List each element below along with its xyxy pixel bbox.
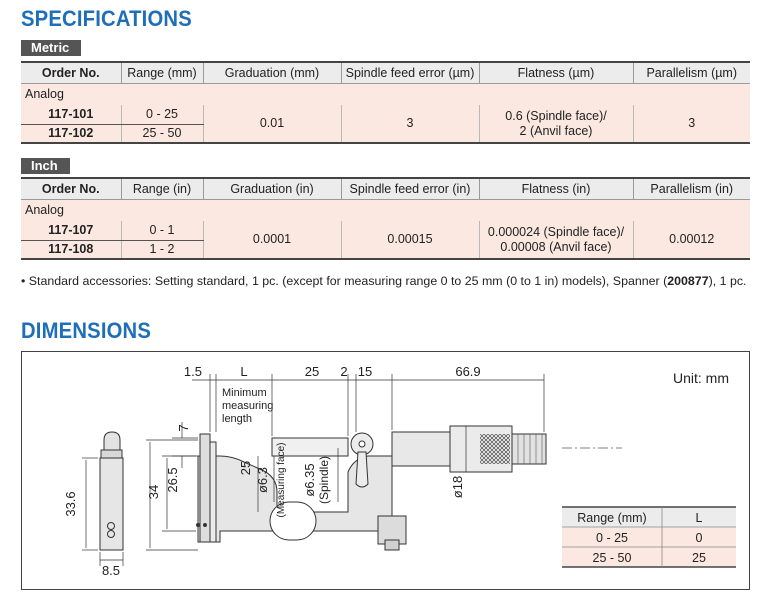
accessories-note: • Standard accessories: Setting standard… <box>21 274 747 288</box>
dimension-66-9: 66.9 <box>455 364 480 379</box>
dimension-25-vertical: 25 <box>238 461 253 475</box>
flatness-line-1: 0.6 (Spindle face)/ <box>505 108 607 123</box>
inch-tab: Inch <box>21 158 70 174</box>
inch-spec-table: Order No. Range (in) Graduation (in) Spi… <box>21 177 750 260</box>
header-graduation: Graduation (mm) <box>203 61 342 84</box>
feed-error-value: 0.00015 <box>341 221 480 260</box>
micrometer-frame <box>196 433 407 551</box>
min-length-line-1: Minimum <box>222 387 267 399</box>
range-table-header-l: L <box>696 511 703 525</box>
min-length-line-2: measuring <box>222 400 273 412</box>
dimension-7: 7 <box>176 424 191 431</box>
dimension-2: 2 <box>340 364 347 379</box>
metric-spec-table: Order No. Range (mm) Graduation (mm) Spi… <box>21 61 750 144</box>
dimension-dia-18: ø18 <box>450 476 465 498</box>
metric-tab: Metric <box>21 40 82 56</box>
range-table: Range (mm) L 0 - 25 0 25 - 50 25 <box>562 506 736 568</box>
group-label: Analog <box>21 83 750 105</box>
dimension-dia-6-3: ø6.3 <box>255 467 270 493</box>
range-table-header-range: Range (mm) <box>577 511 646 525</box>
header-flatness: Flatness (µm) <box>479 61 634 84</box>
parallelism-value: 0.00012 <box>633 221 750 260</box>
dimensions-title: DIMENSIONS <box>21 318 152 343</box>
dimension-34: 34 <box>146 485 161 499</box>
flatness-line-2: 2 (Anvil face) <box>519 123 593 138</box>
flatness-line-1: 0.000024 (Spindle face)/ <box>487 224 625 239</box>
dimension-8-5: 8.5 <box>102 563 120 578</box>
flatness-line-2: 0.00008 (Anvil face) <box>500 239 612 254</box>
order-number: 117-108 <box>21 240 122 260</box>
header-range: Range (mm) <box>121 61 204 84</box>
clamp-lever <box>350 432 374 488</box>
header-order-no: Order No. <box>21 177 122 200</box>
dimension-l: L <box>240 364 247 379</box>
flatness-value: 0.000024 (Spindle face)/0.00008 (Anvil f… <box>479 221 634 260</box>
group-label: Analog <box>21 199 750 221</box>
order-number: 117-107 <box>21 221 122 241</box>
side-view-dimensions <box>82 457 124 566</box>
specifications-title: SPECIFICATIONS <box>21 6 192 31</box>
dimension-15: 15 <box>358 364 372 379</box>
header-feed-error: Spindle feed error (in) <box>341 177 480 200</box>
unit-label: Unit: mm <box>673 370 729 386</box>
dimension-33-6: 33.6 <box>63 491 78 516</box>
order-number: 117-101 <box>21 105 122 125</box>
range-value: 0 - 1 <box>121 221 204 241</box>
range-table-cell: 0 - 25 <box>596 531 628 545</box>
header-parallelism: Parallelism (in) <box>633 177 750 200</box>
metric-header-row: Order No. Range (mm) Graduation (mm) Spi… <box>21 61 750 84</box>
dimension-1-5: 1.5 <box>184 364 202 379</box>
range-value: 25 - 50 <box>121 124 204 144</box>
header-range: Range (in) <box>121 177 204 200</box>
feed-error-value: 3 <box>341 105 480 144</box>
range-table-cell: 25 - 50 <box>593 551 632 565</box>
spindle-label: (Spindle) <box>317 456 331 504</box>
range-value: 1 - 2 <box>121 240 204 260</box>
dimension-dia-6-35: ø6.35 <box>302 463 317 496</box>
header-graduation: Graduation (in) <box>203 177 342 200</box>
dimension-25: 25 <box>305 364 319 379</box>
min-length-line-3: length <box>222 413 252 425</box>
range-value: 0 - 25 <box>121 105 204 125</box>
graduation-value: 0.0001 <box>203 221 342 260</box>
range-table-cell: 25 <box>692 551 706 565</box>
parallelism-value: 3 <box>633 105 750 144</box>
header-feed-error: Spindle feed error (µm) <box>341 61 480 84</box>
graduation-value: 0.01 <box>203 105 342 144</box>
top-dimension-lines <box>146 374 545 551</box>
order-number: 117-102 <box>21 124 122 144</box>
thimble-sleeve <box>391 425 547 473</box>
header-order-no: Order No. <box>21 61 122 84</box>
header-parallelism: Parallelism (µm) <box>633 61 750 84</box>
micrometer-drawing: Unit: mm 33.6 8.5 <box>63 364 736 578</box>
spanner-code: 200877 <box>667 274 709 288</box>
dimensions-drawing-frame: Unit: mm 33.6 8.5 <box>21 351 750 590</box>
measuring-face-label: (Measuring face) <box>276 442 287 517</box>
range-table-cell: 0 <box>696 531 703 545</box>
flatness-value: 0.6 (Spindle face)/2 (Anvil face) <box>479 105 634 144</box>
inch-header-row: Order No. Range (in) Graduation (in) Spi… <box>21 177 750 200</box>
dimension-26-5: 26.5 <box>165 467 180 492</box>
side-view <box>99 431 124 551</box>
header-flatness: Flatness (in) <box>479 177 634 200</box>
